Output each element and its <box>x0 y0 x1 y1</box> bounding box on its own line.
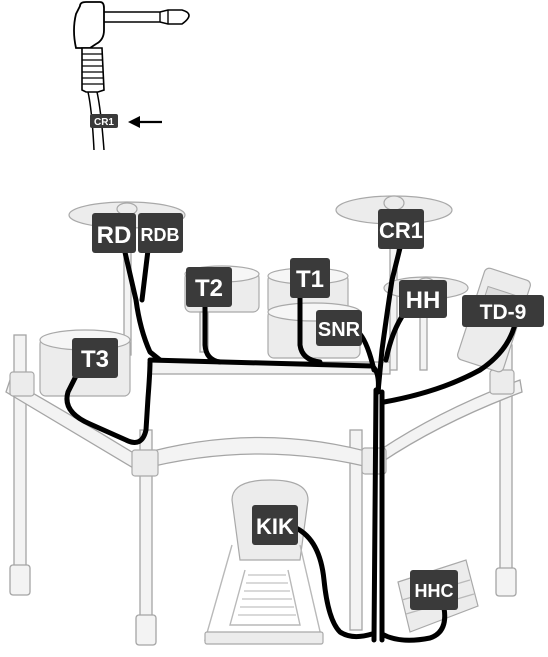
plug-tag-label: CR1 <box>94 117 114 128</box>
tag-td9: TD-9 <box>462 295 544 327</box>
plug-inset: CR1 <box>73 1 190 151</box>
t2-cable <box>202 303 223 365</box>
tag-t2-label: T2 <box>195 275 223 302</box>
tag-t1-label: T1 <box>296 266 324 293</box>
tag-hhc-label: HHC <box>415 581 454 601</box>
rdb-cable <box>139 247 151 303</box>
tag-hh-label: HH <box>406 287 441 314</box>
tag-snr-label: SNR <box>318 319 361 341</box>
hhc-cable <box>379 605 448 643</box>
kik-cable <box>293 525 375 640</box>
tag-t3-label: T3 <box>81 346 109 373</box>
trunk-cable <box>371 387 379 643</box>
tag-kik: KIK <box>252 505 298 545</box>
tag-t2: T2 <box>186 267 232 307</box>
kick-pad <box>204 479 324 645</box>
tag-t1: T1 <box>290 258 330 298</box>
tag-cr1: CR1 <box>378 209 424 249</box>
tag-rdb: RDB <box>138 213 183 253</box>
tag-kik-label: KIK <box>256 514 294 539</box>
tag-td9-label: TD-9 <box>480 301 527 324</box>
tag-hh: HH <box>399 280 447 318</box>
cable-harness <box>64 245 519 643</box>
td9-cable <box>381 317 519 405</box>
t1-cable <box>297 292 323 365</box>
tag-rd: RD <box>92 213 136 253</box>
tag-cr1-label: CR1 <box>379 218 423 243</box>
t3-cable <box>64 359 153 445</box>
rd-cable <box>121 245 163 363</box>
arrow-left-icon <box>128 116 162 128</box>
tag-hhc: HHC <box>410 570 458 610</box>
tag-snr: SNR <box>316 310 362 346</box>
plug-tag <box>90 114 118 128</box>
tag-rdb-label: RDB <box>141 225 180 245</box>
tag-t3: T3 <box>72 338 118 378</box>
cr1-cable <box>375 245 403 395</box>
tag-rd-label: RD <box>97 222 132 249</box>
